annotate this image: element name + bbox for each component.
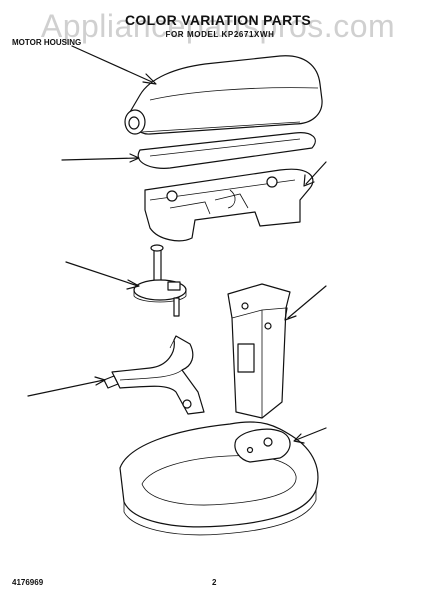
- bowl-support-part[interactable]: [103, 335, 205, 415]
- planetary-shaft-part[interactable]: [133, 244, 187, 317]
- mixer-base-part[interactable]: [119, 421, 319, 536]
- bowl-support-arrow: [94, 376, 106, 386]
- gasket-trim-part[interactable]: [137, 132, 316, 169]
- shaft-leader-line: [65, 261, 139, 287]
- gasket-leader-line: [61, 157, 139, 161]
- motor-housing-arrow: [142, 73, 157, 85]
- gear-housing-leader-line: [305, 161, 327, 185]
- motor-housing-part[interactable]: [124, 55, 323, 135]
- watermark: Appliancepartspros.com: [40, 8, 396, 44]
- column-pedestal-part[interactable]: [227, 283, 291, 419]
- gear-housing-arrow: [303, 174, 315, 187]
- base-leader-line: [295, 427, 327, 441]
- bowl-support-leader-line: [27, 379, 105, 397]
- page-subtitle: FOR MODEL KP2671XWH: [165, 30, 275, 39]
- base-arrow: [293, 433, 305, 444]
- column-leader-line: [287, 285, 327, 319]
- page-title: COLOR VARIATION PARTS: [125, 12, 311, 28]
- motor-housing-label: MOTOR HOUSING: [12, 38, 82, 47]
- page-number: 2: [212, 578, 217, 587]
- column-arrow: [284, 307, 297, 321]
- motor-housing-leader-line: [71, 45, 153, 83]
- shaft-arrow: [126, 279, 140, 290]
- part-number: 4176969: [12, 578, 44, 587]
- gear-housing-part[interactable]: [144, 168, 314, 242]
- gasket-arrow: [129, 153, 140, 163]
